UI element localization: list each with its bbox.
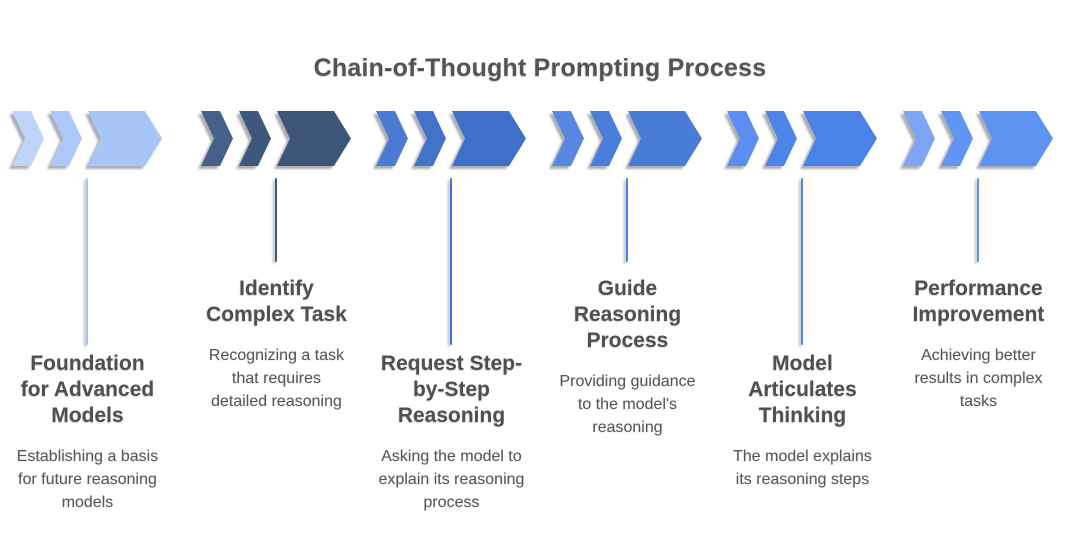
step-description: Establishing a basis for future reasonin… — [16, 448, 159, 511]
step-description: Providing guidance to the model's reason… — [559, 373, 696, 436]
step-text: Foundation for Advanced Models Establish… — [0, 351, 181, 514]
diagram-title: Chain-of-Thought Prompting Process — [313, 54, 767, 82]
connector-line — [450, 178, 452, 345]
step-description: Asking the model to explain its reasonin… — [378, 448, 525, 511]
arrow-icon — [88, 111, 162, 166]
arrow-icon — [628, 111, 702, 166]
chevron-icon — [941, 111, 973, 166]
step-title: Foundation for Advanced Models — [20, 352, 155, 427]
chevron-icon — [552, 111, 584, 166]
step-title: Performance Improvement — [912, 277, 1045, 326]
step-description: The model explains its reasoning steps — [733, 448, 872, 488]
step-title: Identify Complex Task — [206, 277, 347, 326]
chevron-icon — [590, 111, 622, 166]
step-description: Achieving better results in complex task… — [914, 347, 1043, 410]
process-step-2: Request Step- by-Step Reasoning Asking t… — [364, 0, 539, 540]
process-step-3: Guide Reasoning Process Providing guidan… — [540, 0, 715, 540]
chevron-icon — [903, 111, 935, 166]
process-step-5: Performance Improvement Achieving better… — [891, 0, 1066, 540]
chevron-arrow-group — [727, 111, 877, 166]
chevron-icon — [727, 111, 759, 166]
chevron-arrow-group — [903, 111, 1053, 166]
step-title: Model Articulates Thinking — [748, 352, 857, 427]
chevron-icon — [12, 111, 44, 166]
chevron-arrow-group — [552, 111, 702, 166]
chevron-arrow-group — [376, 111, 526, 166]
step-text: Model Articulates Thinking The model exp… — [709, 351, 896, 491]
chevron-icon — [376, 111, 408, 166]
chevron-icon — [50, 111, 82, 166]
connector-line — [86, 178, 88, 345]
chevron-icon — [765, 111, 797, 166]
arrow-icon — [979, 111, 1053, 166]
process-step-4: Model Articulates Thinking The model exp… — [715, 0, 890, 540]
chevron-icon — [201, 111, 233, 166]
step-text: Guide Reasoning Process Providing guidan… — [534, 276, 721, 439]
arrow-icon — [277, 111, 351, 166]
chevron-arrow-group — [201, 111, 351, 166]
step-title: Guide Reasoning Process — [573, 277, 682, 352]
step-text: Identify Complex Task Recognizing a task… — [183, 276, 370, 413]
arrow-icon — [803, 111, 877, 166]
process-step-6: Foundation for Advanced Models Establish… — [0, 0, 175, 540]
step-text: Performance Improvement Achieving better… — [885, 276, 1072, 413]
step-description: Recognizing a task that requires detaile… — [208, 347, 345, 410]
connector-line — [275, 178, 277, 262]
chevron-arrow-group — [12, 111, 162, 166]
step-text: Request Step- by-Step Reasoning Asking t… — [358, 351, 545, 514]
connector-line — [801, 178, 803, 345]
process-step-1: Identify Complex Task Recognizing a task… — [189, 0, 364, 540]
chevron-icon — [239, 111, 271, 166]
chevron-icon — [414, 111, 446, 166]
arrow-icon — [452, 111, 526, 166]
connector-line — [977, 178, 979, 262]
connector-line — [626, 178, 628, 262]
step-title: Request Step- by-Step Reasoning — [380, 352, 523, 427]
